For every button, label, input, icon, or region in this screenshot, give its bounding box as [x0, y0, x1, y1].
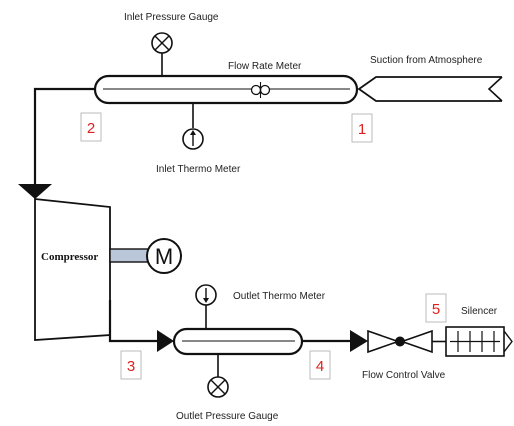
- point-1-marker: 1: [351, 113, 373, 143]
- outlet-thermometer-icon: [195, 284, 217, 329]
- inlet-to-compressor-line: [33, 87, 95, 186]
- inlet-thermo-meter-label: Inlet Thermo Meter: [156, 164, 241, 175]
- point-4-marker: 4: [309, 350, 331, 380]
- point-5-marker: 5: [425, 293, 447, 323]
- globe-valve-icon: [367, 329, 433, 354]
- suction-inlet-icon: [357, 76, 503, 102]
- motor-letter: M: [155, 244, 173, 269]
- motor-shaft: [109, 248, 149, 263]
- flow-rate-meter-label: Flow Rate Meter: [228, 61, 302, 72]
- point-2-marker: 2: [80, 112, 102, 142]
- outlet-pressure-gauge-label: Outlet Pressure Gauge: [176, 411, 279, 422]
- silencer-icon: [445, 326, 513, 357]
- outlet-pipe-inlet-arrow: [157, 330, 174, 352]
- suction-label: Suction from Atmosphere: [370, 55, 483, 66]
- compressor-body: [34, 197, 111, 341]
- inlet-pressure-gauge-label: Inlet Pressure Gauge: [124, 12, 219, 23]
- point-3-marker: 3: [120, 350, 142, 380]
- silencer-label: Silencer: [461, 306, 498, 317]
- point-5-number: 5: [432, 301, 440, 318]
- outlet-pressure-gauge-icon: [207, 354, 229, 398]
- outlet-thermo-meter-label: Outlet Thermo Meter: [233, 291, 326, 302]
- compressor-inlet-arrow: [18, 184, 52, 199]
- compressor: Compressor: [34, 197, 111, 341]
- point-1-number: 1: [358, 121, 366, 138]
- valve-inlet-arrow: [350, 330, 368, 352]
- inlet-thermometer-icon: [182, 103, 204, 150]
- point-3-number: 3: [127, 358, 135, 375]
- inlet-pressure-gauge-icon: [151, 32, 173, 76]
- inlet-section: Inlet Pressure Gauge Flow Rate Meter Suc…: [93, 12, 503, 175]
- flow-meter-icon: [250, 82, 271, 98]
- point-2-number: 2: [87, 120, 95, 137]
- motor-icon: M: [109, 238, 182, 274]
- compressor-outlet-line: [108, 300, 158, 343]
- point-4-number: 4: [316, 358, 324, 375]
- flow-control-valve-label: Flow Control Valve: [362, 370, 446, 381]
- compressor-label: Compressor: [41, 251, 98, 263]
